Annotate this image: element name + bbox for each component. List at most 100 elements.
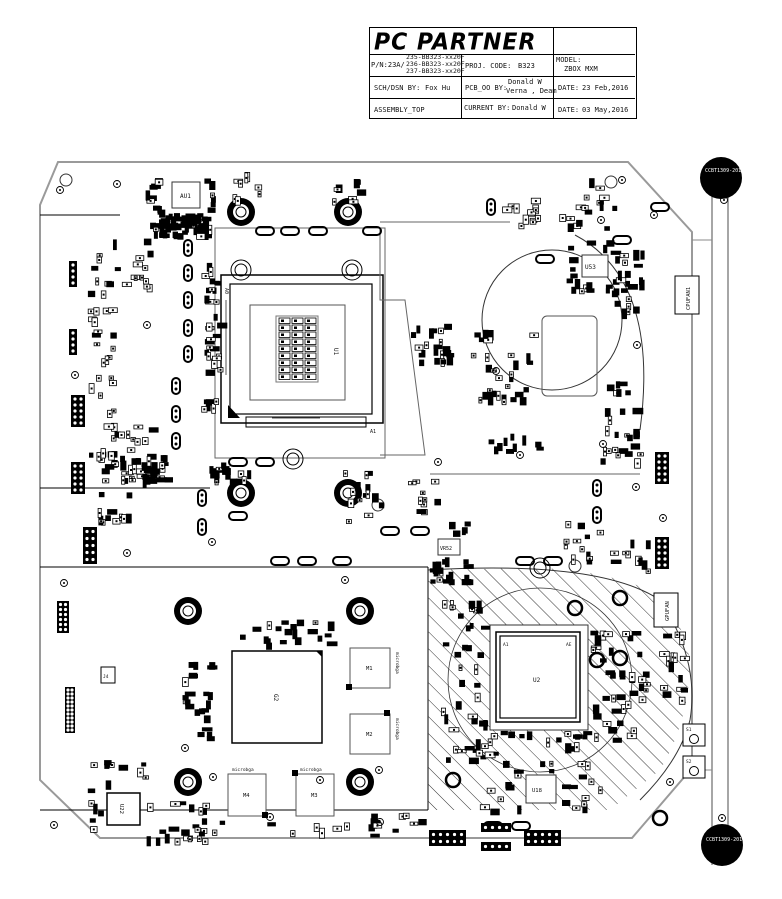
smd-pad	[680, 638, 683, 641]
smd-pad	[620, 279, 622, 282]
header-pin	[85, 529, 89, 534]
header-pin	[70, 700, 74, 704]
header-pin	[504, 844, 509, 849]
smd-part	[442, 642, 450, 647]
cpu-socket-lever	[245, 416, 367, 428]
smd-part	[633, 249, 640, 261]
smd-part	[290, 624, 297, 631]
header-pin	[79, 470, 83, 474]
smd-part	[104, 764, 110, 769]
memory-silk-label: microbga	[300, 767, 322, 773]
smd-pad	[240, 473, 242, 475]
smd-pad	[641, 678, 644, 681]
smd-part	[446, 352, 455, 358]
smd-pad	[581, 763, 584, 766]
fiducial-center	[721, 817, 723, 819]
smd-part	[296, 619, 305, 627]
smd-pad	[346, 825, 348, 828]
memory-pin1-marker	[384, 710, 390, 716]
pin-dot	[281, 333, 284, 336]
smd-pad	[219, 368, 222, 371]
smd-pad	[134, 277, 137, 280]
gpu-standoff	[651, 809, 669, 827]
audio-ic-label: AU1	[180, 193, 191, 200]
smd-pad	[136, 263, 139, 266]
slot-dot	[595, 510, 599, 514]
smd-pad	[627, 703, 630, 706]
smd-part	[584, 534, 591, 540]
smd-part	[219, 820, 226, 825]
fiducial-center	[269, 816, 271, 818]
smd-part	[573, 734, 583, 739]
smd-part	[378, 502, 385, 509]
fiducial	[633, 341, 641, 349]
smd-part	[87, 788, 96, 794]
memory-pin1-marker	[346, 684, 352, 690]
smd-pad	[196, 828, 199, 831]
smd-part	[479, 720, 489, 727]
memory-pin1-marker	[292, 770, 298, 776]
smd-part	[594, 635, 602, 646]
smd-part	[444, 714, 449, 725]
smd-part	[464, 746, 475, 751]
cpu-fan-header[interactable]	[674, 275, 700, 315]
header-pin	[663, 454, 667, 458]
smd-part	[612, 205, 618, 211]
standoff-hole	[341, 259, 363, 281]
smd-pad	[592, 649, 595, 651]
slot-hole	[592, 506, 602, 524]
smd-part	[569, 784, 578, 790]
fiducial	[659, 514, 667, 522]
header-pin	[79, 421, 83, 425]
smd-pad	[606, 722, 608, 725]
slot-dot	[595, 483, 599, 487]
header-pin	[73, 488, 77, 492]
gpu-fan-header[interactable]	[653, 592, 679, 628]
smd-part	[627, 635, 634, 642]
header-pin	[79, 397, 83, 401]
header-pin	[66, 688, 70, 692]
title-block: PC PARTNER P/N:23A/ 235-BB323-xx20F 236-…	[369, 27, 637, 119]
fiducial-center	[437, 461, 439, 463]
smd-pad	[102, 293, 105, 296]
cpu-socket-outer	[220, 274, 384, 424]
fiducial	[50, 821, 58, 829]
smd-pad	[486, 356, 489, 359]
smd-part	[617, 270, 622, 281]
smd-part	[105, 780, 112, 790]
smd-part	[640, 250, 645, 260]
smd-part	[356, 179, 361, 185]
slot-dot	[186, 355, 190, 359]
fiducial	[123, 549, 131, 557]
header-pin	[79, 409, 83, 413]
pin-cell	[304, 373, 317, 380]
memory-chip-label: M2	[366, 732, 373, 738]
smd-part	[326, 641, 338, 647]
slot-hole	[228, 511, 248, 521]
smd-pad	[622, 708, 625, 710]
slot-hole	[183, 291, 193, 309]
smd-part	[194, 226, 201, 233]
header-pin	[657, 466, 661, 470]
smd-part	[624, 270, 631, 278]
smd-part	[114, 267, 121, 272]
pin-header	[655, 452, 669, 484]
header-pin	[663, 539, 667, 543]
smd-part	[632, 407, 644, 415]
smd-part	[107, 509, 118, 515]
smd-pad	[140, 470, 142, 473]
pin-header	[524, 830, 561, 846]
smd-pad	[603, 196, 606, 199]
header-pin	[431, 839, 436, 844]
pin-cell	[291, 324, 304, 331]
smd-pad	[376, 824, 379, 827]
fiducial-center	[495, 370, 497, 372]
smd-part	[514, 391, 524, 398]
memory-chip-label: M3	[311, 793, 318, 799]
pin-header	[71, 395, 85, 427]
mounting-hole-center	[352, 774, 368, 790]
smd-pad	[646, 683, 648, 686]
pin-cell	[304, 352, 317, 359]
smd-pad	[595, 646, 598, 649]
slot-hole	[183, 239, 193, 257]
